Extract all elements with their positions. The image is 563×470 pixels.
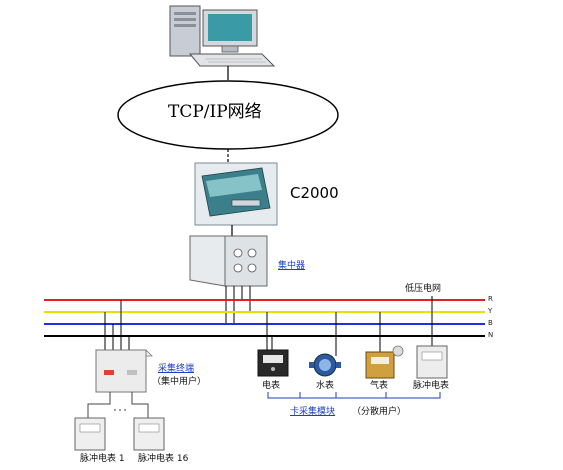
bus-label-r: R <box>488 295 493 303</box>
bus-label-y: Y <box>488 307 493 315</box>
collector-sublabel: （集中用户） <box>152 377 207 387</box>
collector-terminal-icon <box>95 349 153 393</box>
computer-icon <box>169 5 276 67</box>
c2000-device-icon <box>194 162 278 226</box>
network-label: TCP/IP网络 <box>168 102 262 122</box>
electric-meter-icon <box>257 349 289 377</box>
dispersed-meter-label-pulse: 脉冲电表 <box>413 381 450 391</box>
dispersed-group-label[interactable]: 卡采集模块 <box>290 407 336 417</box>
concentrator-cabinet-icon <box>189 235 268 287</box>
dispersed-bracket <box>267 392 441 399</box>
collector-drops <box>104 300 130 350</box>
concentrator-drops <box>225 286 251 324</box>
concentrator-label[interactable]: 集中器 <box>278 261 306 271</box>
grid-label: 低压电网 <box>405 284 442 294</box>
dispersed-meter-label-water: 水表 <box>316 381 335 391</box>
bus-label-n: N <box>488 331 494 339</box>
bus-label-b: B <box>488 319 493 327</box>
collector-meter-links <box>87 392 149 418</box>
collector-label[interactable]: 采集终端 <box>158 364 195 374</box>
pulse-electric-meter-icon <box>416 345 448 379</box>
pulse-meter-16-icon <box>133 417 165 451</box>
dispersed-drops <box>266 296 433 356</box>
collector-meter-label-16: 脉冲电表 16 <box>138 454 189 464</box>
device-label: C2000 <box>290 184 339 202</box>
pulse-meter-1-icon <box>74 417 106 451</box>
dispersed-group-sublabel: （分散用户） <box>352 407 407 417</box>
dispersed-meter-label-gas: 气表 <box>370 381 389 391</box>
gas-meter-icon <box>365 345 404 379</box>
water-meter-icon <box>309 353 341 377</box>
collector-meter-label-1: 脉冲电表 1 <box>80 454 125 464</box>
dispersed-meter-label-electric: 电表 <box>262 381 281 391</box>
